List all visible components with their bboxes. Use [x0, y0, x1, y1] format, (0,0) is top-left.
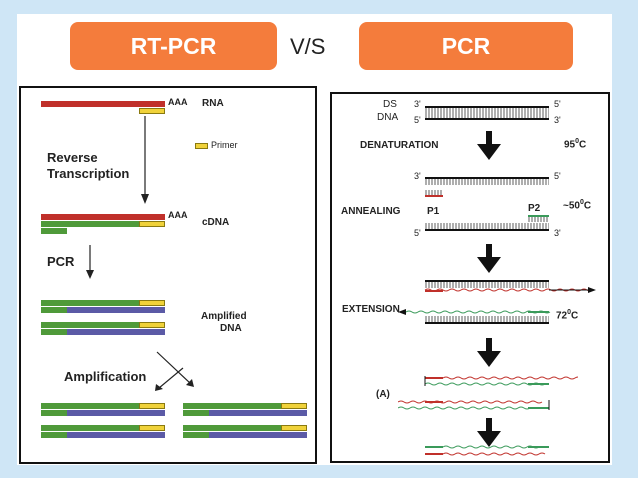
- ds-5prime-bottom: 5': [414, 115, 421, 125]
- rna-label: RNA: [202, 98, 224, 109]
- amplification-arrows: [155, 351, 194, 391]
- amplified-strand-a2: [41, 307, 165, 313]
- ds-3prime-top: 3': [414, 99, 421, 109]
- product-l1-top: [41, 403, 165, 409]
- amplified-label: Amplified: [201, 311, 247, 322]
- product-r1-bottom: [183, 410, 307, 416]
- pcr-step-label: PCR: [47, 254, 75, 269]
- products-a: [398, 376, 578, 410]
- product-a-label: (A): [376, 389, 390, 400]
- product-l2-primer: [139, 425, 165, 431]
- product-l2-primer-2: [41, 432, 67, 438]
- single-strand-bottom: [425, 223, 549, 231]
- product-r2-primer: [281, 425, 307, 431]
- cdna-polya-tail: AAA: [168, 210, 188, 220]
- celsius: C: [571, 310, 579, 322]
- denaturation-temp: 950C: [564, 138, 586, 150]
- ann-3prime: 3': [554, 228, 561, 238]
- sep-5prime: 5': [554, 171, 561, 181]
- rna-primer: [139, 108, 165, 114]
- amplified-primer-a1: [139, 300, 165, 306]
- sep-3prime: 3': [414, 171, 421, 181]
- ds-5prime-top: 5': [554, 99, 561, 109]
- amplified-primer-a2: [41, 307, 67, 313]
- annealing-arrow: [477, 244, 501, 273]
- final-product: [425, 445, 549, 456]
- pcr-panel: DS DNA 3' 5' 5' 3' DENATURATION 950C 3' …: [330, 92, 610, 463]
- product-l1-primer: [139, 403, 165, 409]
- ds-label: DS: [383, 99, 397, 110]
- celsius: C: [579, 139, 587, 151]
- celsius: C: [583, 200, 592, 212]
- cdna-primer: [139, 221, 165, 227]
- rt-pcr-panel: AAA RNA Primer Reverse Transcription AAA…: [19, 86, 317, 464]
- extension-label: EXTENSION: [342, 304, 400, 315]
- ann-5prime: 5': [414, 228, 421, 238]
- product-r1-primer: [281, 403, 307, 409]
- product-l2-top: [41, 425, 165, 431]
- extension-temp-value: 72: [556, 310, 568, 322]
- pcr-title-text: PCR: [441, 32, 491, 59]
- rna-polya-tail: AAA: [168, 97, 188, 107]
- amplified-primer-b2: [41, 329, 67, 335]
- single-strand-top: [425, 177, 549, 185]
- ds-3prime-bottom: 3': [554, 115, 561, 125]
- rt-pcr-title-text: RT-PCR: [130, 32, 217, 59]
- amplified-dna-label: DNA: [220, 323, 242, 334]
- product-l1-primer-2: [41, 410, 67, 416]
- extension-temp: 720C: [556, 309, 578, 321]
- degree-symbol: 0: [575, 138, 580, 145]
- amplified-strand-a1: [41, 300, 165, 306]
- product-r1-top: [183, 403, 307, 409]
- cdna-label: cDNA: [202, 217, 230, 228]
- cdna-rna-strand: [41, 214, 165, 220]
- cdna-primer-2: [41, 228, 67, 234]
- amplified-strand-b2: [41, 329, 165, 335]
- denaturation-label: DENATURATION: [360, 140, 439, 151]
- reverse-transcription-arrow: [141, 116, 149, 204]
- product-r2-top: [183, 425, 307, 431]
- annealing-temp-value: ~50: [563, 200, 580, 212]
- extension-diagram: [398, 280, 596, 324]
- degree-symbol: 0: [567, 309, 572, 316]
- p2-label: P2: [528, 203, 541, 214]
- pcr-arrow: [86, 245, 94, 279]
- product-r2-primer-2: [183, 432, 209, 438]
- product-l2-bottom: [41, 432, 165, 438]
- primer-legend-label: Primer: [211, 140, 238, 150]
- primer-p1: [425, 190, 443, 197]
- extension-arrow: [477, 338, 501, 367]
- reverse-label: Reverse: [47, 150, 98, 165]
- final-arrow: [477, 418, 501, 447]
- annealing-temp: ~500C: [563, 199, 591, 211]
- primer-p2: [528, 215, 549, 222]
- ds-dna-label: DNA: [377, 112, 399, 123]
- degree-symbol: 0: [579, 199, 584, 206]
- product-l1-bottom: [41, 410, 165, 416]
- rt-pcr-title: RT-PCR: [70, 22, 277, 70]
- denaturation-temp-value: 95: [564, 139, 576, 151]
- ds-dna-helix: [425, 106, 549, 120]
- versus-label: V/S: [290, 34, 326, 59]
- slide: RT-PCR V/S PCR AAA RNA Primer Reverse Tr…: [17, 14, 612, 465]
- annealing-label: ANNEALING: [341, 206, 401, 217]
- transcription-label: Transcription: [47, 166, 130, 181]
- amplified-primer-b1: [139, 322, 165, 328]
- primer-legend-swatch: [195, 143, 208, 149]
- amplification-label: Amplification: [64, 369, 147, 384]
- p1-label: P1: [427, 206, 440, 217]
- amplified-strand-b1: [41, 322, 165, 328]
- rna-strand: [41, 101, 165, 107]
- product-r1-primer-2: [183, 410, 209, 416]
- denaturation-arrow: [477, 131, 501, 160]
- product-r2-bottom: [183, 432, 307, 438]
- pcr-title: PCR: [359, 22, 573, 70]
- cdna-strand: [41, 221, 165, 227]
